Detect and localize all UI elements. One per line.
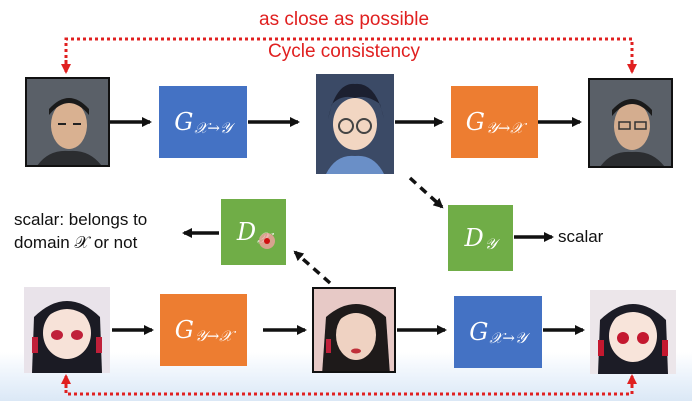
generator-y-to-x-top-symbol: G [465, 108, 485, 136]
top-cycle-bracket [61, 37, 637, 74]
scalar-label-left-line2: domain 𝒳 or not [14, 233, 138, 252]
anime-character-image-icon [316, 74, 394, 174]
reconstructed-face-photo-right [588, 78, 673, 168]
reconstructed-face-photo-icon [590, 80, 671, 166]
cursor-dot-icon [259, 233, 275, 249]
generator-y-to-x-bottom-symbol: G [174, 316, 194, 344]
real-face-photo-left [25, 77, 110, 167]
generator-x-to-y-top-subscript: 𝒳→𝒴 [194, 119, 232, 137]
reconstructed-anime-girl-image [590, 290, 676, 374]
generator-y-to-x-bottom-subscript: 𝒴→𝒳 [194, 327, 233, 345]
generated-real-girl-photo [312, 287, 396, 373]
discriminator-y-subscript: 𝒴 [484, 235, 497, 253]
scalar-label-left-line1: scalar: belongs to [14, 210, 148, 229]
dashed-arrow-to-dx [293, 250, 332, 285]
discriminator-x: D𝒳 [221, 199, 286, 265]
reconstructed-anime-girl-image-icon [590, 290, 676, 374]
caption-cycle-consistency: Cycle consistency [268, 41, 421, 62]
anime-girl-image-left [24, 287, 110, 373]
scalar-label-right: scalar [558, 227, 604, 246]
generator-x-to-y-bottom-subscript: 𝒳→𝒴 [489, 329, 527, 347]
generator-x-to-y-top-symbol: G [174, 108, 194, 136]
generated-real-girl-photo-icon [314, 289, 394, 371]
anime-character-image-top [316, 74, 394, 174]
discriminator-x-symbol: D [236, 218, 257, 246]
generator-y-to-x-top-subscript: 𝒴→𝒳 [485, 119, 524, 137]
real-face-photo-icon [27, 79, 108, 165]
bottom-cycle-bracket [61, 374, 637, 396]
anime-girl-image-icon [24, 287, 110, 373]
discriminator-y-symbol: D [464, 224, 484, 252]
dashed-arrow-to-dy [408, 176, 444, 209]
generator-x-to-y-bottom-symbol: G [469, 318, 489, 346]
caption-close-as-possible: as close as possible [259, 9, 430, 30]
